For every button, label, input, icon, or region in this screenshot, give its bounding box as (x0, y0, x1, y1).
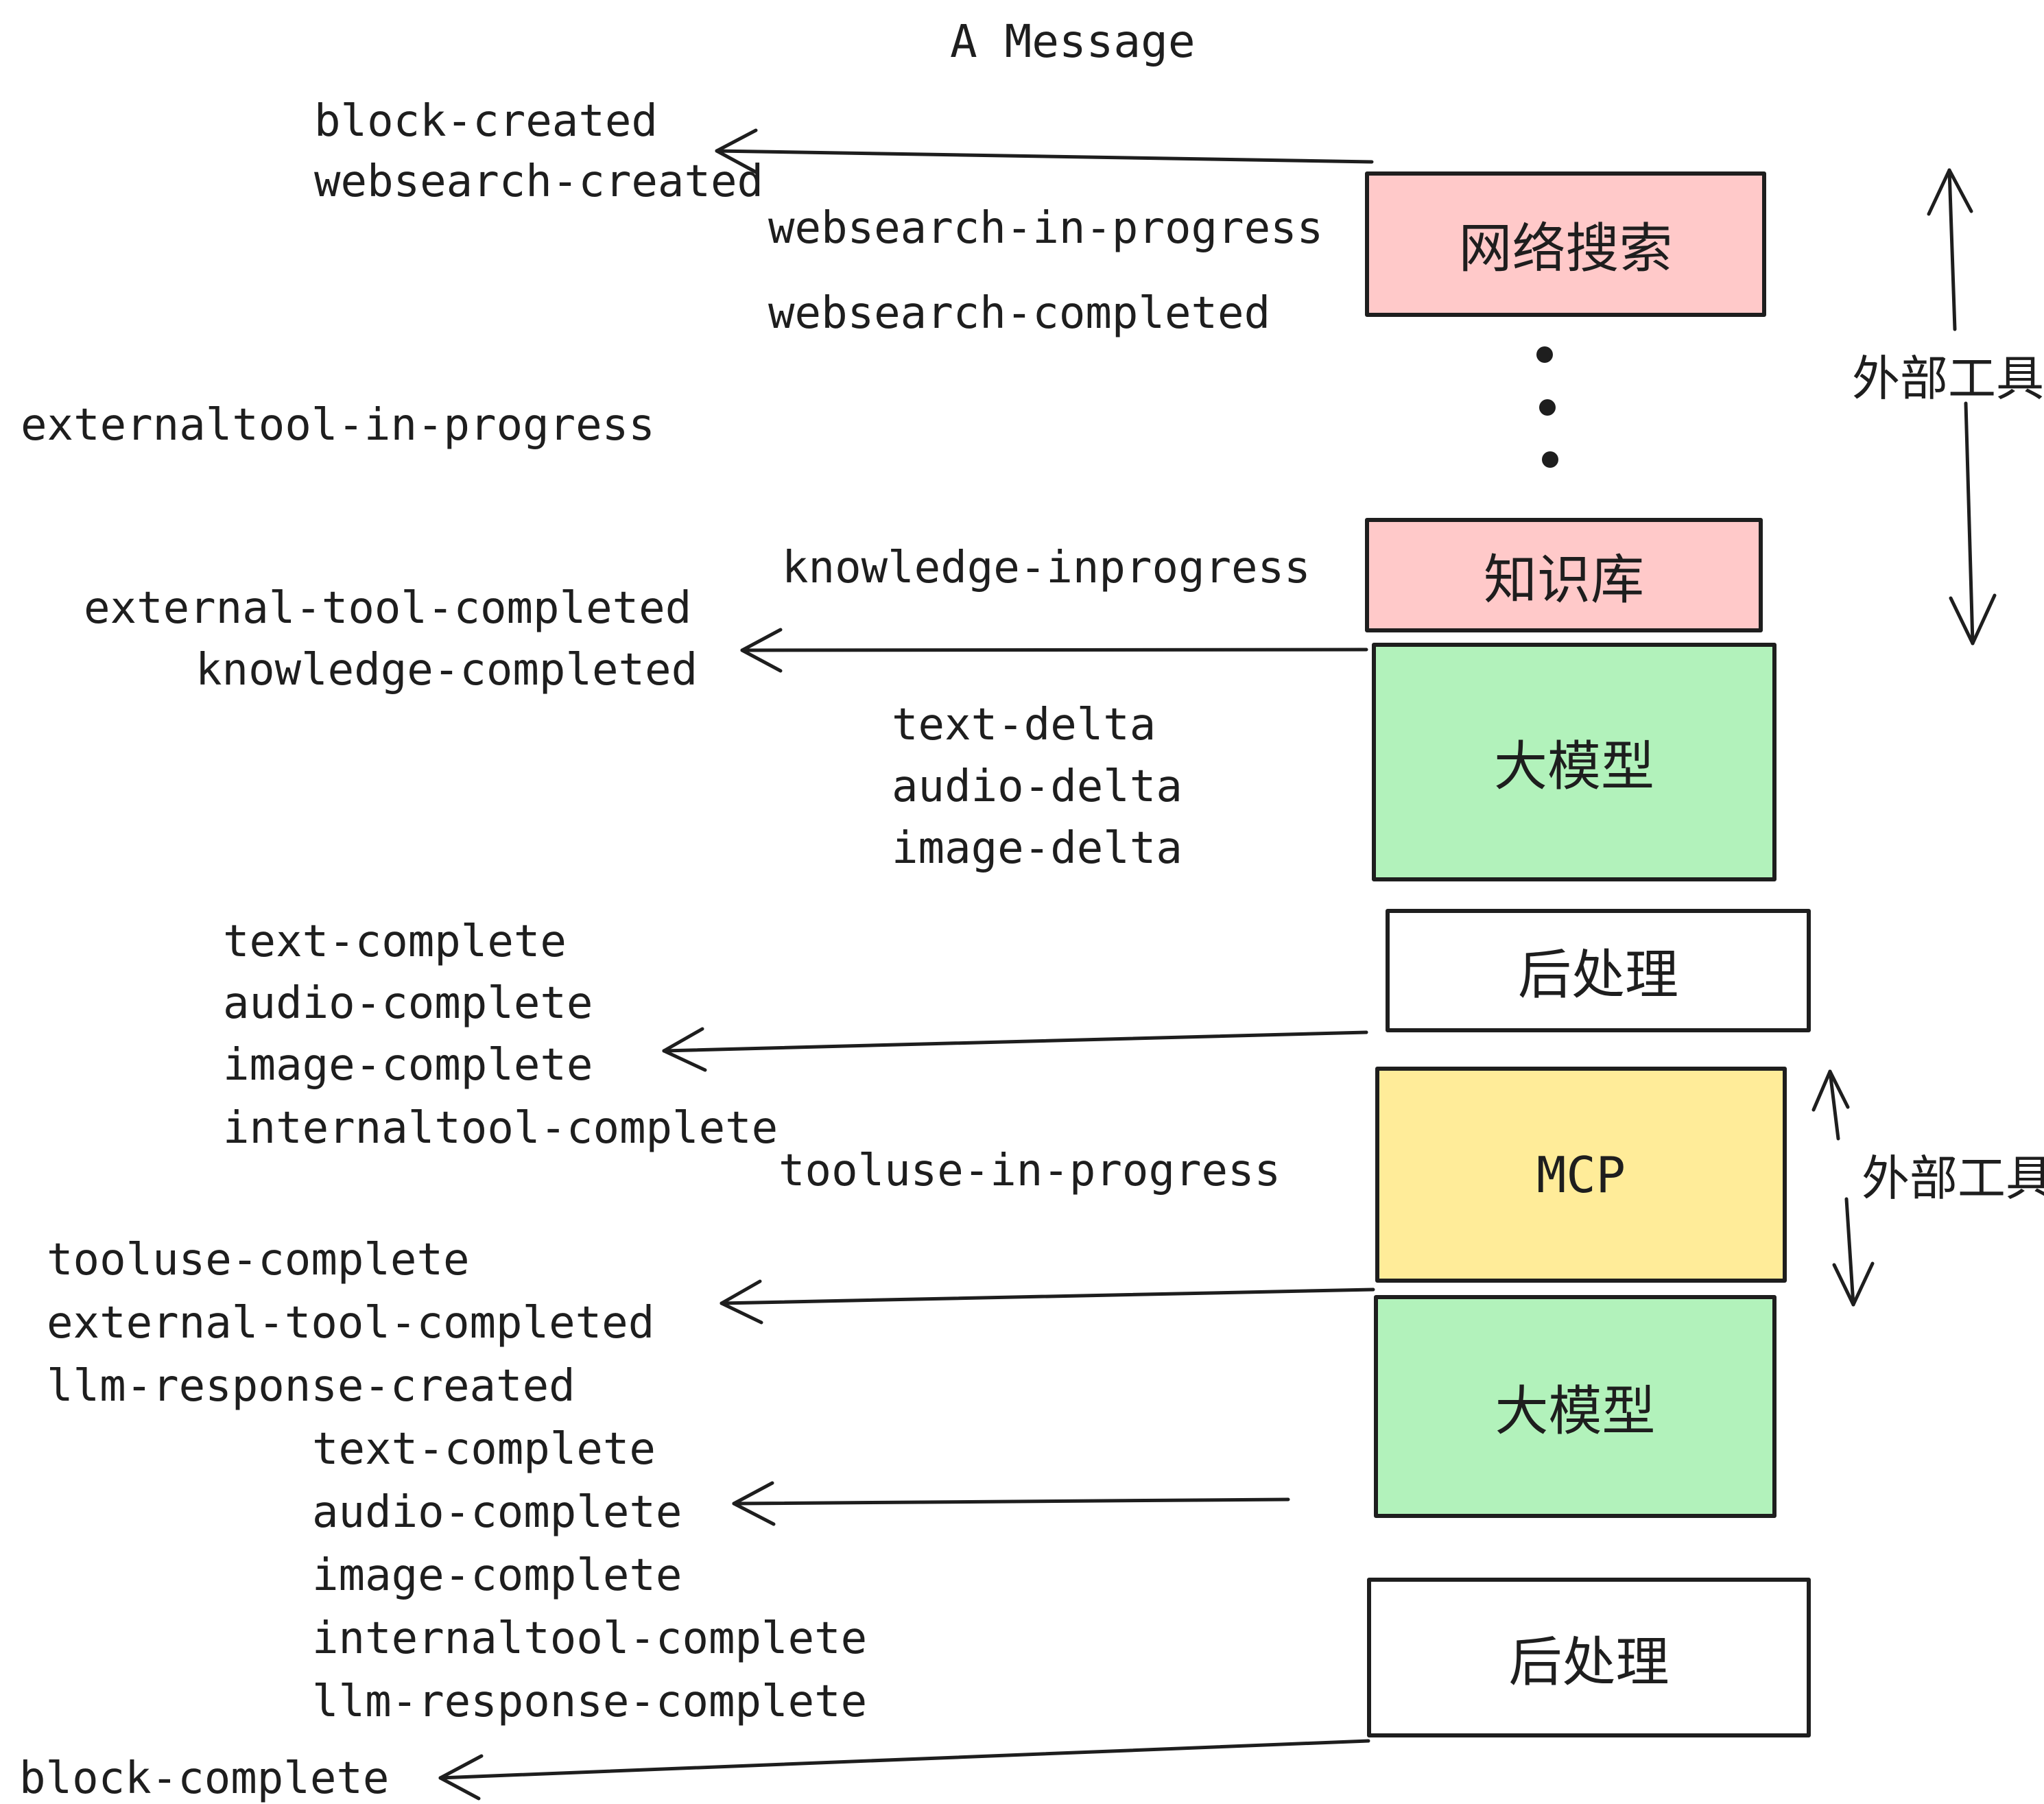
event-block-created: block-created (314, 96, 658, 147)
box-llm-1-label: 大模型 (1493, 736, 1654, 796)
external-tools-down-arrow (1949, 401, 1997, 645)
event-text-complete: text-complete (223, 916, 567, 967)
box-mcp: MCP (1375, 1067, 1787, 1283)
event-tooluse-complete: tooluse-complete (47, 1235, 470, 1285)
external-tools-up-arrow (1927, 168, 1973, 331)
event-text-delta: text-delta (892, 700, 1156, 750)
event-llm-response-complete: llm-response-complete (312, 1676, 868, 1727)
box-llm-1: 大模型 (1372, 643, 1776, 881)
event-websearch-in-progress: websearch-in-progress (768, 203, 1324, 254)
event-llm-response-created: llm-response-created (47, 1361, 575, 1412)
mcp-external-tools-up-arrow (1811, 1069, 1850, 1141)
arrow-to-knowledge-completed (740, 628, 1368, 673)
ellipsis-dot (1539, 399, 1556, 416)
arrow-to-tooluse-complete (720, 1279, 1375, 1325)
box-postprocess-2: 后处理 (1367, 1578, 1811, 1737)
box-llm-2: 大模型 (1374, 1295, 1776, 1518)
arrow-to-audio-complete (732, 1481, 1290, 1526)
arrow-to-websearch-created (715, 128, 1374, 175)
event-audio-complete: audio-complete (223, 978, 593, 1029)
event-knowledge-completed: knowledge-completed (195, 645, 698, 696)
ellipsis-dot (1536, 346, 1553, 363)
event-image-complete: image-complete (223, 1040, 593, 1091)
event-text-complete-2: text-complete (312, 1424, 656, 1475)
mcp-external-tools-down-arrow (1832, 1197, 1875, 1307)
diagram-title: A Message (950, 15, 1196, 68)
event-external-tool-completed-2: external-tool-completed (47, 1298, 655, 1349)
box-postprocess-1: 后处理 (1386, 909, 1811, 1032)
event-external-tool-completed: external-tool-completed (84, 583, 692, 634)
event-internaltool-complete: internaltool-complete (223, 1103, 779, 1154)
box-postprocess-2-label: 后处理 (1508, 1631, 1669, 1692)
arrow-to-block-complete (438, 1739, 1370, 1801)
event-knowledge-inprogress: knowledge-inprogress (782, 543, 1311, 593)
event-image-complete-2: image-complete (312, 1550, 682, 1601)
event-image-delta: image-delta (892, 823, 1183, 874)
event-websearch-completed: websearch-completed (768, 288, 1271, 339)
box-knowledge: 知识库 (1365, 518, 1763, 632)
event-block-complete: block-complete (19, 1753, 390, 1804)
mcp-external-tools-label: 外部工具 (1862, 1152, 2044, 1205)
box-mcp-label: MCP (1536, 1146, 1626, 1204)
external-tools-label: 外部工具 (1852, 352, 2044, 405)
box-websearch: 网络搜索 (1365, 171, 1766, 317)
event-internaltool-complete-2: internaltool-complete (312, 1613, 868, 1664)
arrow-to-image-complete (662, 1027, 1368, 1072)
event-tooluse-in-progress: tooluse-in-progress (779, 1146, 1281, 1196)
ellipsis-dot (1542, 451, 1558, 468)
event-audio-complete-2: audio-complete (312, 1487, 682, 1538)
box-postprocess-1-label: 后处理 (1517, 945, 1678, 1005)
event-audio-delta: audio-delta (892, 761, 1183, 812)
box-llm-2-label: 大模型 (1495, 1380, 1656, 1441)
box-knowledge-label: 知识库 (1483, 549, 1644, 610)
event-websearch-created: websearch-created (314, 156, 764, 207)
event-externaltool-in-progress: externaltool-in-progress (21, 400, 655, 451)
box-websearch-label: 网络搜索 (1458, 218, 1673, 278)
